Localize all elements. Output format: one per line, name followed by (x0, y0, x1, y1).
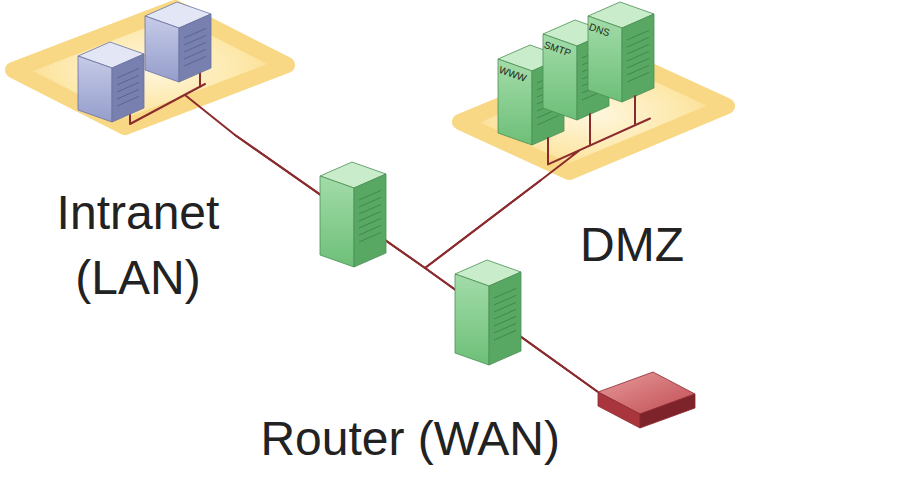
network-link (425, 180, 598, 392)
server-front (498, 59, 532, 145)
network-link (235, 135, 598, 392)
label-group: Intranet (LAN) (18, 180, 258, 310)
lan-wire (130, 73, 235, 135)
network-link (235, 135, 541, 268)
dmz-server: DNS (588, 2, 654, 102)
label-group: DMZ (532, 216, 732, 274)
server-front (588, 16, 622, 102)
dmz-zone: DMZWWWSMTPDNS (452, 48, 735, 180)
server-front (78, 56, 112, 122)
firewall-front (455, 274, 489, 365)
server-grill (117, 68, 139, 106)
lan-server (145, 2, 211, 82)
zone-label: Intranet (LAN) (18, 180, 258, 310)
zone-platform (13, 8, 287, 127)
firewall-front (320, 176, 354, 267)
firewall (320, 162, 386, 267)
server-front (543, 34, 577, 120)
server-grill (184, 28, 206, 66)
firewall-grill (359, 190, 381, 242)
server-side (179, 14, 211, 82)
firewall-grill (494, 288, 516, 340)
server-side (112, 54, 144, 122)
lan-server (78, 42, 144, 122)
server-side (622, 14, 654, 102)
router-side (640, 394, 695, 428)
label-group: Router (WAN) (260, 410, 560, 468)
router-device: Router (WAN) (598, 372, 695, 444)
server-shape (588, 2, 654, 102)
firewall-side (489, 272, 521, 365)
dmz-wire (541, 96, 650, 180)
firewall (455, 260, 521, 365)
server-front (145, 16, 179, 82)
router-front (598, 392, 640, 428)
router-shape (598, 372, 695, 444)
server-grill (627, 30, 649, 82)
zone-label: DMZ (532, 216, 732, 274)
firewall-side (354, 174, 386, 267)
device-label: Router (WAN) (260, 410, 560, 468)
